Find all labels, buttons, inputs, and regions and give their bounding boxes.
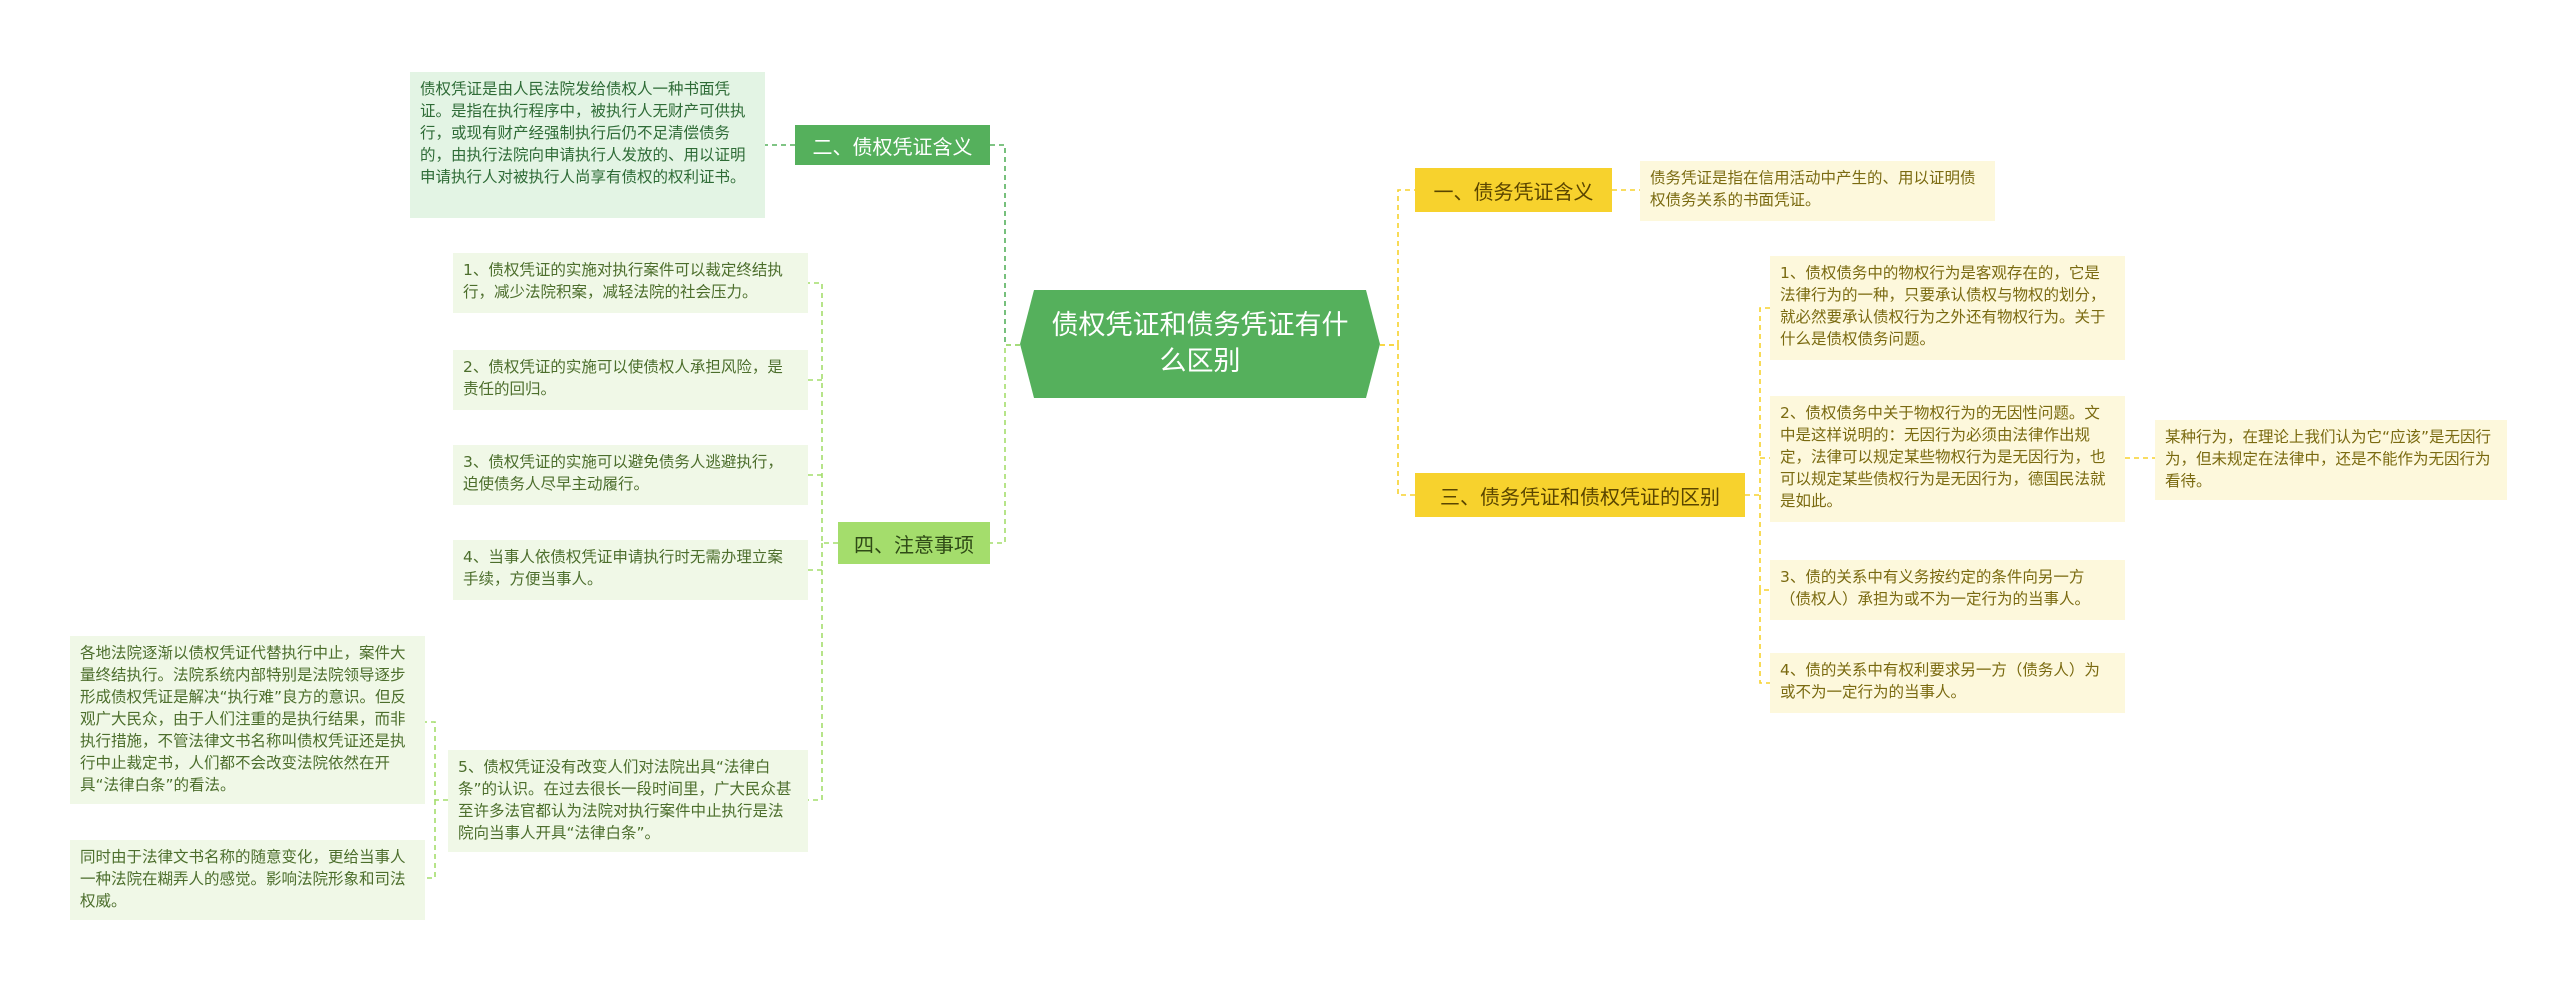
leaf-text: 2、债权凭证的实施可以使债权人承担风险，是责任的回归。: [463, 358, 783, 398]
branch-label: 三、债务凭证和债权凭证的区别: [1440, 484, 1720, 509]
root-topic-label: 债权凭证和债务凭证有什么区别: [1051, 310, 1349, 377]
leaf-text: 债务凭证是指在信用活动中产生的、用以证明债权债务关系的书面凭证。: [1650, 169, 1976, 209]
leaf-text: 5、债权凭证没有改变人们对法院出具“法律白条”的认识。在过去很长一段时间里，广大…: [458, 758, 792, 842]
leaf-text: 2、债权债务中关于物权行为的无因性问题。文中是这样说明的：无因行为必须由法律作出…: [1780, 404, 2106, 510]
leaf-text: 3、债权凭证的实施可以避免债务人逃避执行，迫使债务人尽早主动履行。: [463, 453, 783, 493]
leaf-text: 3、债的关系中有义务按约定的条件向另一方（债权人）承担为或不为一定行为的当事人。: [1780, 568, 2091, 608]
leaf-notes-sub-1[interactable]: 各地法院逐渐以债权凭证代替执行中止，案件大量终结执行。法院系统内部特别是法院领导…: [70, 636, 425, 804]
branch-debt-meaning[interactable]: 一、债务凭证含义: [1415, 168, 1612, 212]
leaf-debt-claim-meaning-desc[interactable]: 债权凭证是由人民法院发给债权人一种书面凭证。是指在执行程序中，被执行人无财产可供…: [410, 72, 765, 218]
leaf-text: 各地法院逐渐以债权凭证代替执行中止，案件大量终结执行。法院系统内部特别是法院领导…: [80, 644, 407, 794]
leaf-difference-item-1[interactable]: 1、债权债务中的物权行为是客观存在的，它是法律行为的一种，只要承认债权与物权的划…: [1770, 256, 2125, 360]
branch-debt-claim-meaning[interactable]: 二、债权凭证含义: [795, 125, 990, 165]
leaf-difference-item-4[interactable]: 4、债的关系中有权利要求另一方（债务人）为或不为一定行为的当事人。: [1770, 653, 2125, 713]
branch-label: 一、债务凭证含义: [1433, 179, 1594, 204]
leaf-difference-item-2[interactable]: 2、债权债务中关于物权行为的无因性问题。文中是这样说明的：无因行为必须由法律作出…: [1770, 396, 2125, 522]
branch-notes[interactable]: 四、注意事项: [838, 522, 990, 564]
leaf-difference-item-3[interactable]: 3、债的关系中有义务按约定的条件向另一方（债权人）承担为或不为一定行为的当事人。: [1770, 560, 2125, 620]
leaf-notes-item-2[interactable]: 2、债权凭证的实施可以使债权人承担风险，是责任的回归。: [453, 350, 808, 410]
leaf-text: 4、当事人依债权凭证申请执行时无需办理立案手续，方便当事人。: [463, 548, 783, 588]
leaf-text: 1、债权债务中的物权行为是客观存在的，它是法律行为的一种，只要承认债权与物权的划…: [1780, 264, 2106, 348]
leaf-text: 同时由于法律文书名称的随意变化，更给当事人一种法院在糊弄人的感觉。影响法院形象和…: [80, 848, 406, 910]
leaf-notes-item-4[interactable]: 4、当事人依债权凭证申请执行时无需办理立案手续，方便当事人。: [453, 540, 808, 600]
leaf-text: 1、债权凭证的实施对执行案件可以裁定终结执行，减少法院积案，减轻法院的社会压力。: [463, 261, 783, 301]
root-topic[interactable]: 债权凭证和债务凭证有什么区别: [1020, 290, 1380, 398]
leaf-notes-item-1[interactable]: 1、债权凭证的实施对执行案件可以裁定终结执行，减少法院积案，减轻法院的社会压力。: [453, 253, 808, 313]
branch-label: 四、注意事项: [854, 532, 974, 557]
leaf-difference-sub[interactable]: 某种行为，在理论上我们认为它“应该”是无因行为，但未规定在法律中，还是不能作为无…: [2155, 420, 2507, 500]
leaf-notes-sub-2[interactable]: 同时由于法律文书名称的随意变化，更给当事人一种法院在糊弄人的感觉。影响法院形象和…: [70, 840, 425, 920]
leaf-text: 4、债的关系中有权利要求另一方（债务人）为或不为一定行为的当事人。: [1780, 661, 2100, 701]
leaf-notes-item-5[interactable]: 5、债权凭证没有改变人们对法院出具“法律白条”的认识。在过去很长一段时间里，广大…: [448, 750, 808, 852]
leaf-notes-item-3[interactable]: 3、债权凭证的实施可以避免债务人逃避执行，迫使债务人尽早主动履行。: [453, 445, 808, 505]
branch-difference[interactable]: 三、债务凭证和债权凭证的区别: [1415, 473, 1745, 517]
leaf-text: 债权凭证是由人民法院发给债权人一种书面凭证。是指在执行程序中，被执行人无财产可供…: [420, 80, 746, 186]
branch-label: 二、债权凭证含义: [812, 134, 973, 159]
leaf-debt-meaning-desc[interactable]: 债务凭证是指在信用活动中产生的、用以证明债权债务关系的书面凭证。: [1640, 161, 1995, 221]
leaf-text: 某种行为，在理论上我们认为它“应该”是无因行为，但未规定在法律中，还是不能作为无…: [2165, 428, 2492, 490]
